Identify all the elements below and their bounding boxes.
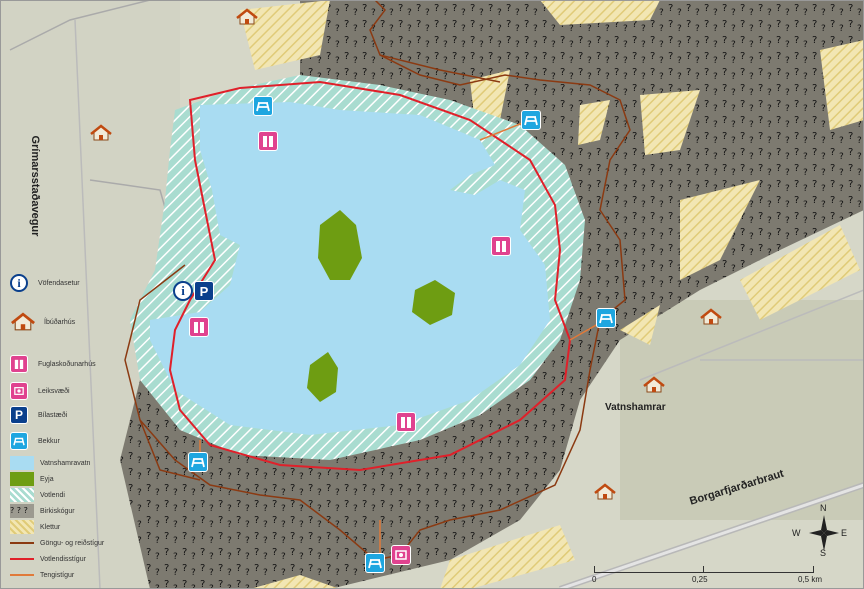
info-icon: i (10, 274, 28, 292)
legend-item-info: i Vöfendasetur (10, 274, 80, 292)
lake-swatch (10, 456, 34, 470)
legend-label: Klettur (40, 523, 61, 531)
legend-item-play: Leiksvæði (10, 382, 70, 400)
parking-icon[interactable]: P (194, 281, 214, 301)
link-swatch (10, 568, 34, 582)
scale-tick-mid: 0,25 (692, 575, 708, 584)
legend-label: Votlendi (40, 491, 65, 499)
house-icon (11, 312, 35, 331)
legend-item-birch: ? ? ? Birkiskógur (10, 504, 75, 518)
compass-w: W (792, 528, 801, 538)
compass: N S W E (792, 503, 848, 559)
cliff-swatch (10, 520, 34, 534)
bench-icon (10, 432, 28, 450)
legend-label: Votlendisstígur (40, 555, 86, 563)
legend-label: Fuglaskoðunarhús (38, 360, 96, 368)
legend-item-link: Tengistígur (10, 568, 74, 582)
info-icon[interactable]: i (173, 281, 193, 301)
parking-icon: P (10, 406, 28, 424)
legend-item-trail: Göngu- og reiðstígur (10, 536, 104, 550)
bird-hide-icon (10, 355, 28, 373)
legend-label: Birkiskógur (40, 507, 75, 515)
bench-icon[interactable] (596, 308, 616, 328)
legend-item-cliff: Klettur (10, 520, 60, 534)
compass-n: N (820, 503, 827, 513)
legend-label: Vöfendasetur (38, 279, 80, 287)
playground-icon[interactable] (391, 545, 411, 565)
legend-label: Eyja (40, 475, 54, 483)
bird-hide-icon[interactable] (189, 317, 209, 337)
bench-icon[interactable] (365, 553, 385, 573)
compass-s: S (820, 548, 827, 558)
house-icon (90, 124, 112, 141)
legend-item-wetland: Votlendi (10, 488, 65, 502)
bench-icon[interactable] (253, 96, 273, 116)
bird-hide-icon[interactable] (258, 131, 278, 151)
legend-item-bird: Fuglaskoðunarhús (10, 355, 96, 373)
legend-item-house: Íbúðarhús (10, 312, 75, 332)
bird-hide-icon[interactable] (396, 412, 416, 432)
house-icon (643, 376, 665, 393)
legend-item-wetpath: Votlendisstígur (10, 552, 86, 566)
trail-swatch (10, 536, 34, 550)
legend-label: Göngu- og reiðstígur (40, 539, 105, 547)
bench-icon[interactable] (188, 452, 208, 472)
legend-item-park: P Bílastæði (10, 406, 67, 424)
scale-tick-end: 0,5 km (798, 575, 823, 584)
legend-label: Leiksvæði (38, 387, 70, 395)
legend-item-bench: Bekkur (10, 432, 60, 450)
legend-item-island: Eyja (10, 472, 54, 486)
wetland-swatch (10, 488, 34, 502)
legend-label: Vatnshamravatn (40, 459, 91, 467)
legend-label: Tengistígur (40, 571, 75, 579)
compass-rose-icon (809, 515, 839, 551)
scale-tick-0: 0 (592, 575, 597, 584)
legend-label: Bekkur (38, 437, 60, 445)
compass-e: E (841, 528, 848, 538)
scale-bar (594, 566, 814, 573)
bench-icon[interactable] (521, 110, 541, 130)
house-icon (236, 8, 258, 25)
bird-hide-icon[interactable] (491, 236, 511, 256)
island-swatch (10, 472, 34, 486)
farm-label: Vatnshamrar (605, 402, 666, 413)
house-icon (594, 483, 616, 500)
legend-label: Bílastæði (38, 411, 68, 419)
birch-swatch: ? ? ? (10, 504, 34, 518)
legend-label: Íbúðarhús (44, 318, 76, 326)
wetpath-swatch (10, 552, 34, 566)
legend-item-lake: Vatnshamravatn (10, 456, 90, 470)
playground-icon (10, 382, 28, 400)
road-label-west: Grímarsstaðavegur (29, 135, 41, 237)
house-icon (700, 308, 722, 325)
